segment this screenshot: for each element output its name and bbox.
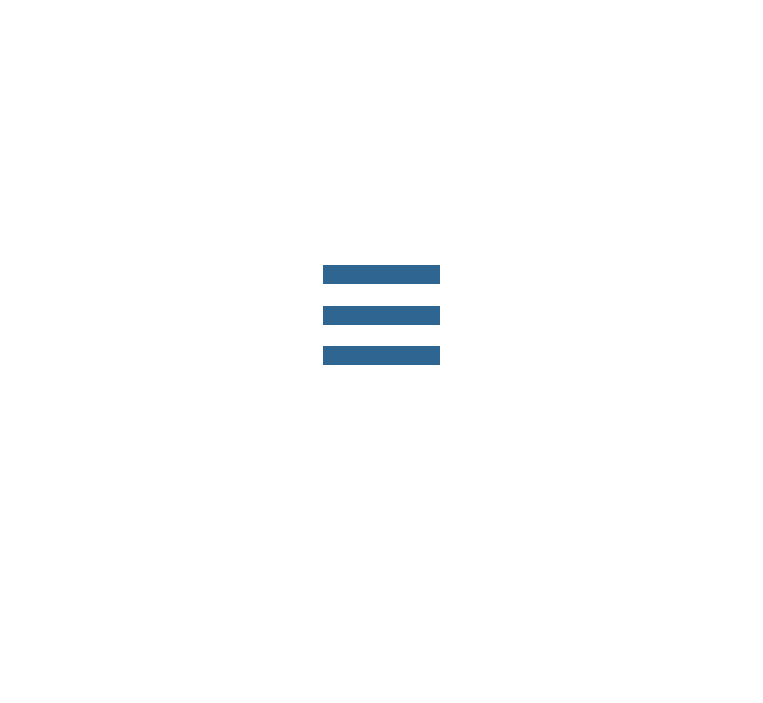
menu-bar-bottom xyxy=(323,346,440,365)
menu-bar-middle xyxy=(323,306,440,325)
hamburger-menu-button[interactable] xyxy=(323,265,440,366)
menu-bar-top xyxy=(323,265,440,284)
